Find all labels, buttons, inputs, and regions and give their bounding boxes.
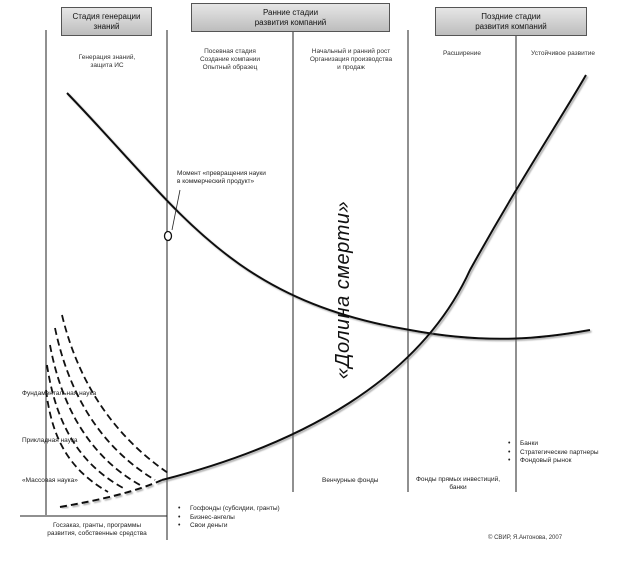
list-item: Госфонды (субсидии, гранты) <box>178 505 280 514</box>
header-knowledge-generation: Стадия генерации знаний <box>61 7 152 36</box>
header-early-stages: Ранние стадии развития компаний <box>191 3 390 32</box>
late-funding-list: Банки Стратегические партнеры Фондовый р… <box>508 440 599 466</box>
bottom-left-funding-label: Госзаказ, гранты, программы развития, со… <box>47 522 147 537</box>
rising-curve-dashed <box>59 479 163 508</box>
declining-curve <box>66 92 591 340</box>
private-equity-label: Фонды прямых инвестиций, банки <box>415 476 501 491</box>
label-fundamental-science: Фундаментальная наука <box>22 390 97 397</box>
moment-pointer <box>171 189 181 231</box>
science-dashed-curves <box>45 314 169 493</box>
list-item: Банки <box>508 440 599 449</box>
list-item: Стратегические партнеры <box>508 449 599 458</box>
column-label-expansion: Расширение <box>443 50 481 57</box>
early-funding-list: Госфонды (субсидии, гранты) Бизнес-ангел… <box>178 505 280 531</box>
label-mass-science: «Массовая наука» <box>22 477 78 484</box>
header-late-stages: Поздние стадии развития компаний <box>435 7 587 36</box>
label-applied-science: Прикладная наука <box>22 437 78 444</box>
copyright-note: © СВИР, Я.Антонова, 2007 <box>488 535 563 541</box>
rising-curve <box>161 74 587 481</box>
science-curve <box>46 364 126 490</box>
list-item: Фондовый рынок <box>508 457 599 466</box>
column-label-startup-growth: Начальный и ранний рост Организация прои… <box>309 48 393 71</box>
valley-of-death-label: «Долина смерти» <box>332 200 354 380</box>
column-label-sustainable: Устойчивое развитие <box>531 50 595 57</box>
science-curve <box>61 314 169 474</box>
science-curve <box>54 327 156 481</box>
science-curve <box>45 389 109 493</box>
list-item: Бизнес-ангелы <box>178 514 280 523</box>
science-curve <box>49 344 141 486</box>
column-label-prototype: Посевная стадия Создание компании Опытны… <box>199 48 261 71</box>
venture-funds-label: Венчурные фонды <box>322 477 379 484</box>
list-item: Свои деньги <box>178 522 280 531</box>
moment-annotation: Момент «превращения науки в коммерческий… <box>177 170 266 185</box>
moment-marker <box>163 230 173 242</box>
column-label-generation: Генерация знаний, защита ИС <box>78 54 136 69</box>
